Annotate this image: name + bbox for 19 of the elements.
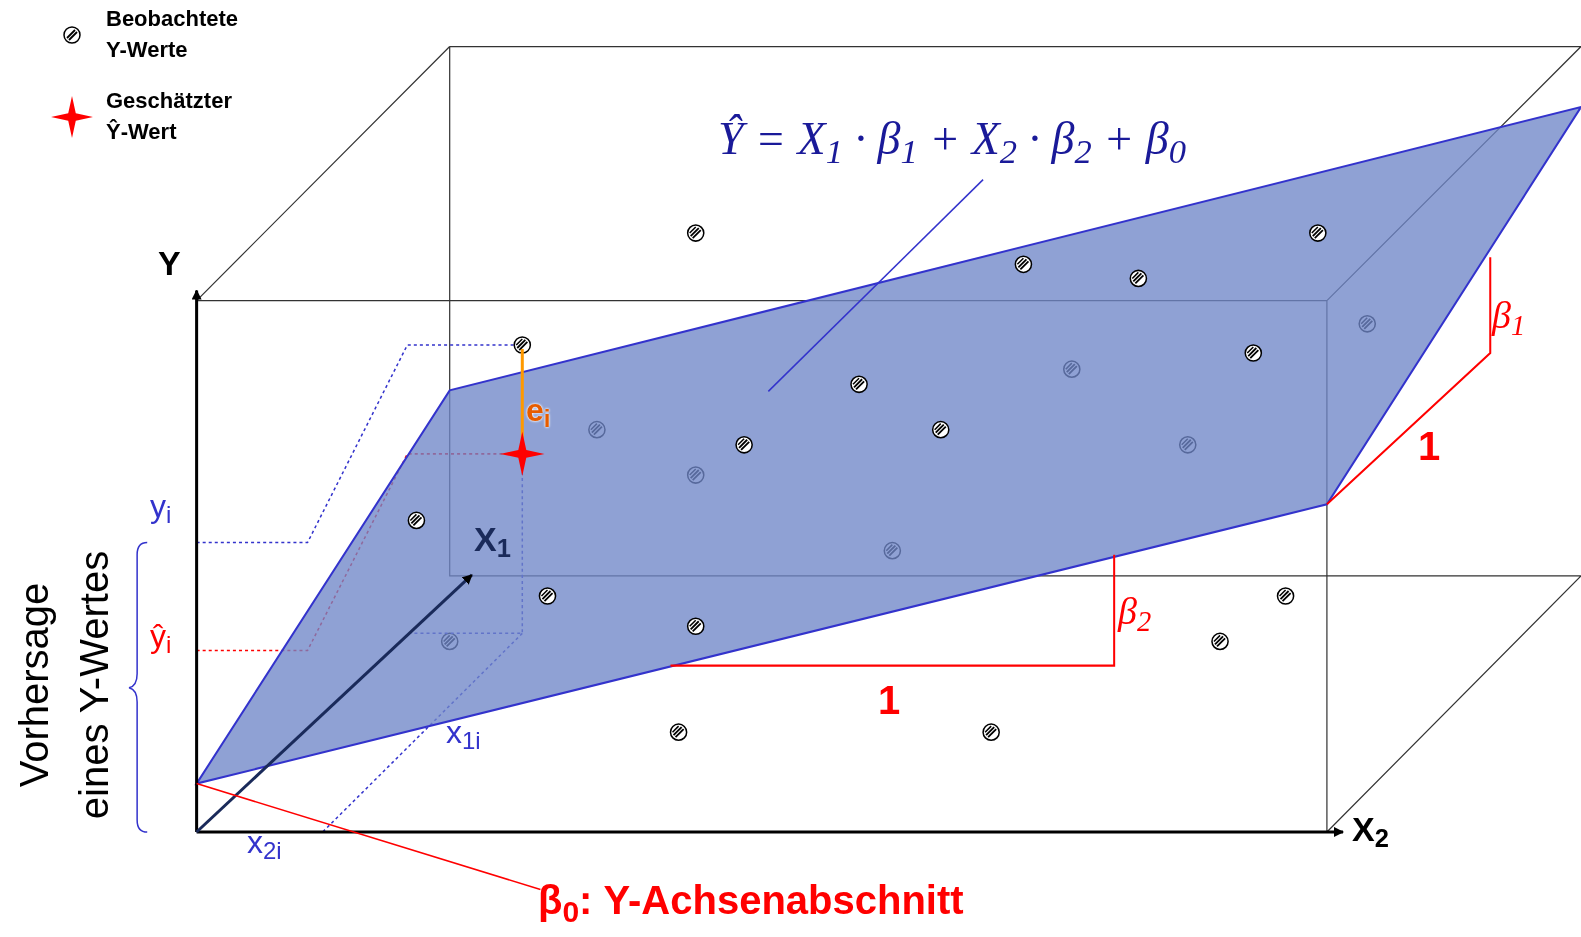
- leader-line: [767, 178, 984, 393]
- value-label: x$_{1i}$: [446, 716, 481, 748]
- brace-caption: Vorhersage eines Y-Wertes: [11, 549, 117, 822]
- slope-label: β$_{1}$: [1492, 296, 1526, 334]
- legend-text: Beobachtete Y-Werte: [106, 5, 240, 64]
- axis-label: X$_{1}$: [474, 522, 511, 556]
- legend-text: Geschätzter Ŷ-Wert: [106, 87, 233, 146]
- axis-label: Y: [158, 246, 181, 280]
- slope-label: β$_{2}$: [1118, 592, 1152, 630]
- residual-label: e$_{i}$: [526, 394, 551, 426]
- regression-equation: Ŷ = X$_{1}$ · β$_{1}$ + X$_{2}$ · β$_{2}$ + β$_{0}$: [718, 116, 1186, 162]
- value-label: x$_{2i}$: [247, 826, 282, 858]
- value-label: y$_{i}$: [150, 490, 172, 522]
- value-label: ŷ$_{i}$: [150, 620, 172, 652]
- unit-label: 1: [878, 680, 901, 720]
- axis-label: X$_{2}$: [1352, 812, 1389, 846]
- leader-line: [195, 782, 542, 891]
- intercept-label: β$_{0}$: Y-Achsenabschnitt: [538, 880, 964, 920]
- unit-label: 1: [1418, 426, 1441, 466]
